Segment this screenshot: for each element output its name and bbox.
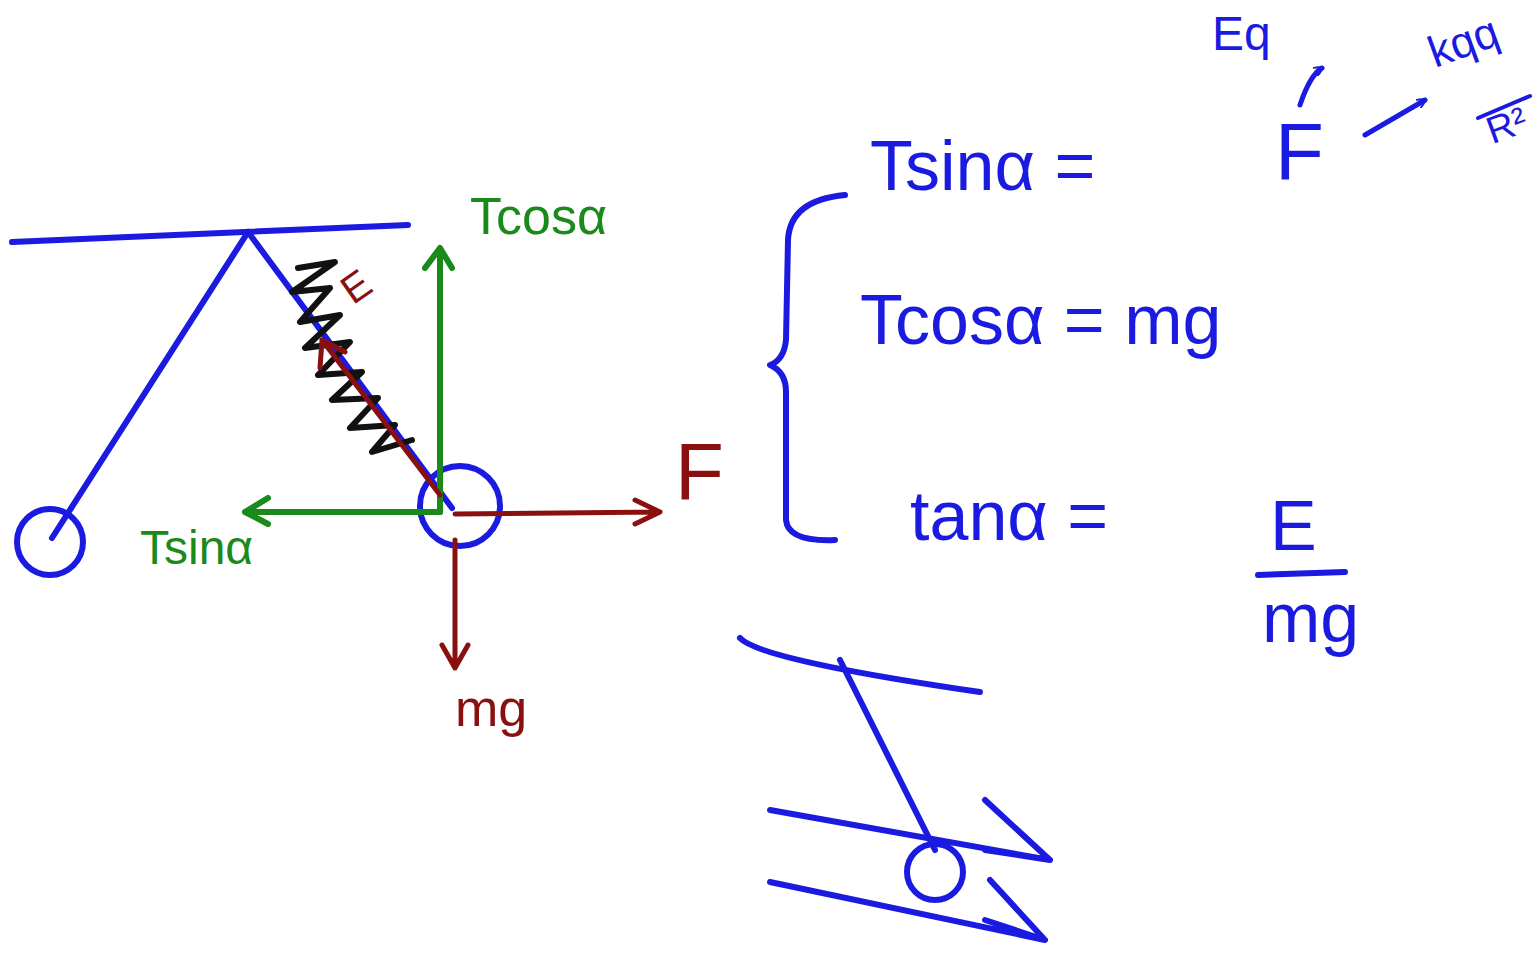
equation: tanα = bbox=[910, 478, 1108, 555]
equation: Tsinα = bbox=[870, 128, 1095, 205]
formula-note: Eq bbox=[1212, 8, 1271, 61]
force-label: Tsinα bbox=[140, 522, 253, 575]
equation: E bbox=[1270, 488, 1317, 565]
force-label: F bbox=[675, 428, 724, 516]
force-label: mg bbox=[455, 680, 527, 737]
formula-note: R² bbox=[1481, 100, 1533, 153]
formula-note: kqq bbox=[1422, 7, 1505, 77]
equation: F bbox=[1275, 108, 1324, 196]
force-label: E bbox=[332, 261, 379, 312]
force-label: Tcosα bbox=[470, 188, 607, 245]
equation: mg bbox=[1262, 580, 1359, 657]
equation: Tcosα = mg bbox=[860, 282, 1221, 359]
